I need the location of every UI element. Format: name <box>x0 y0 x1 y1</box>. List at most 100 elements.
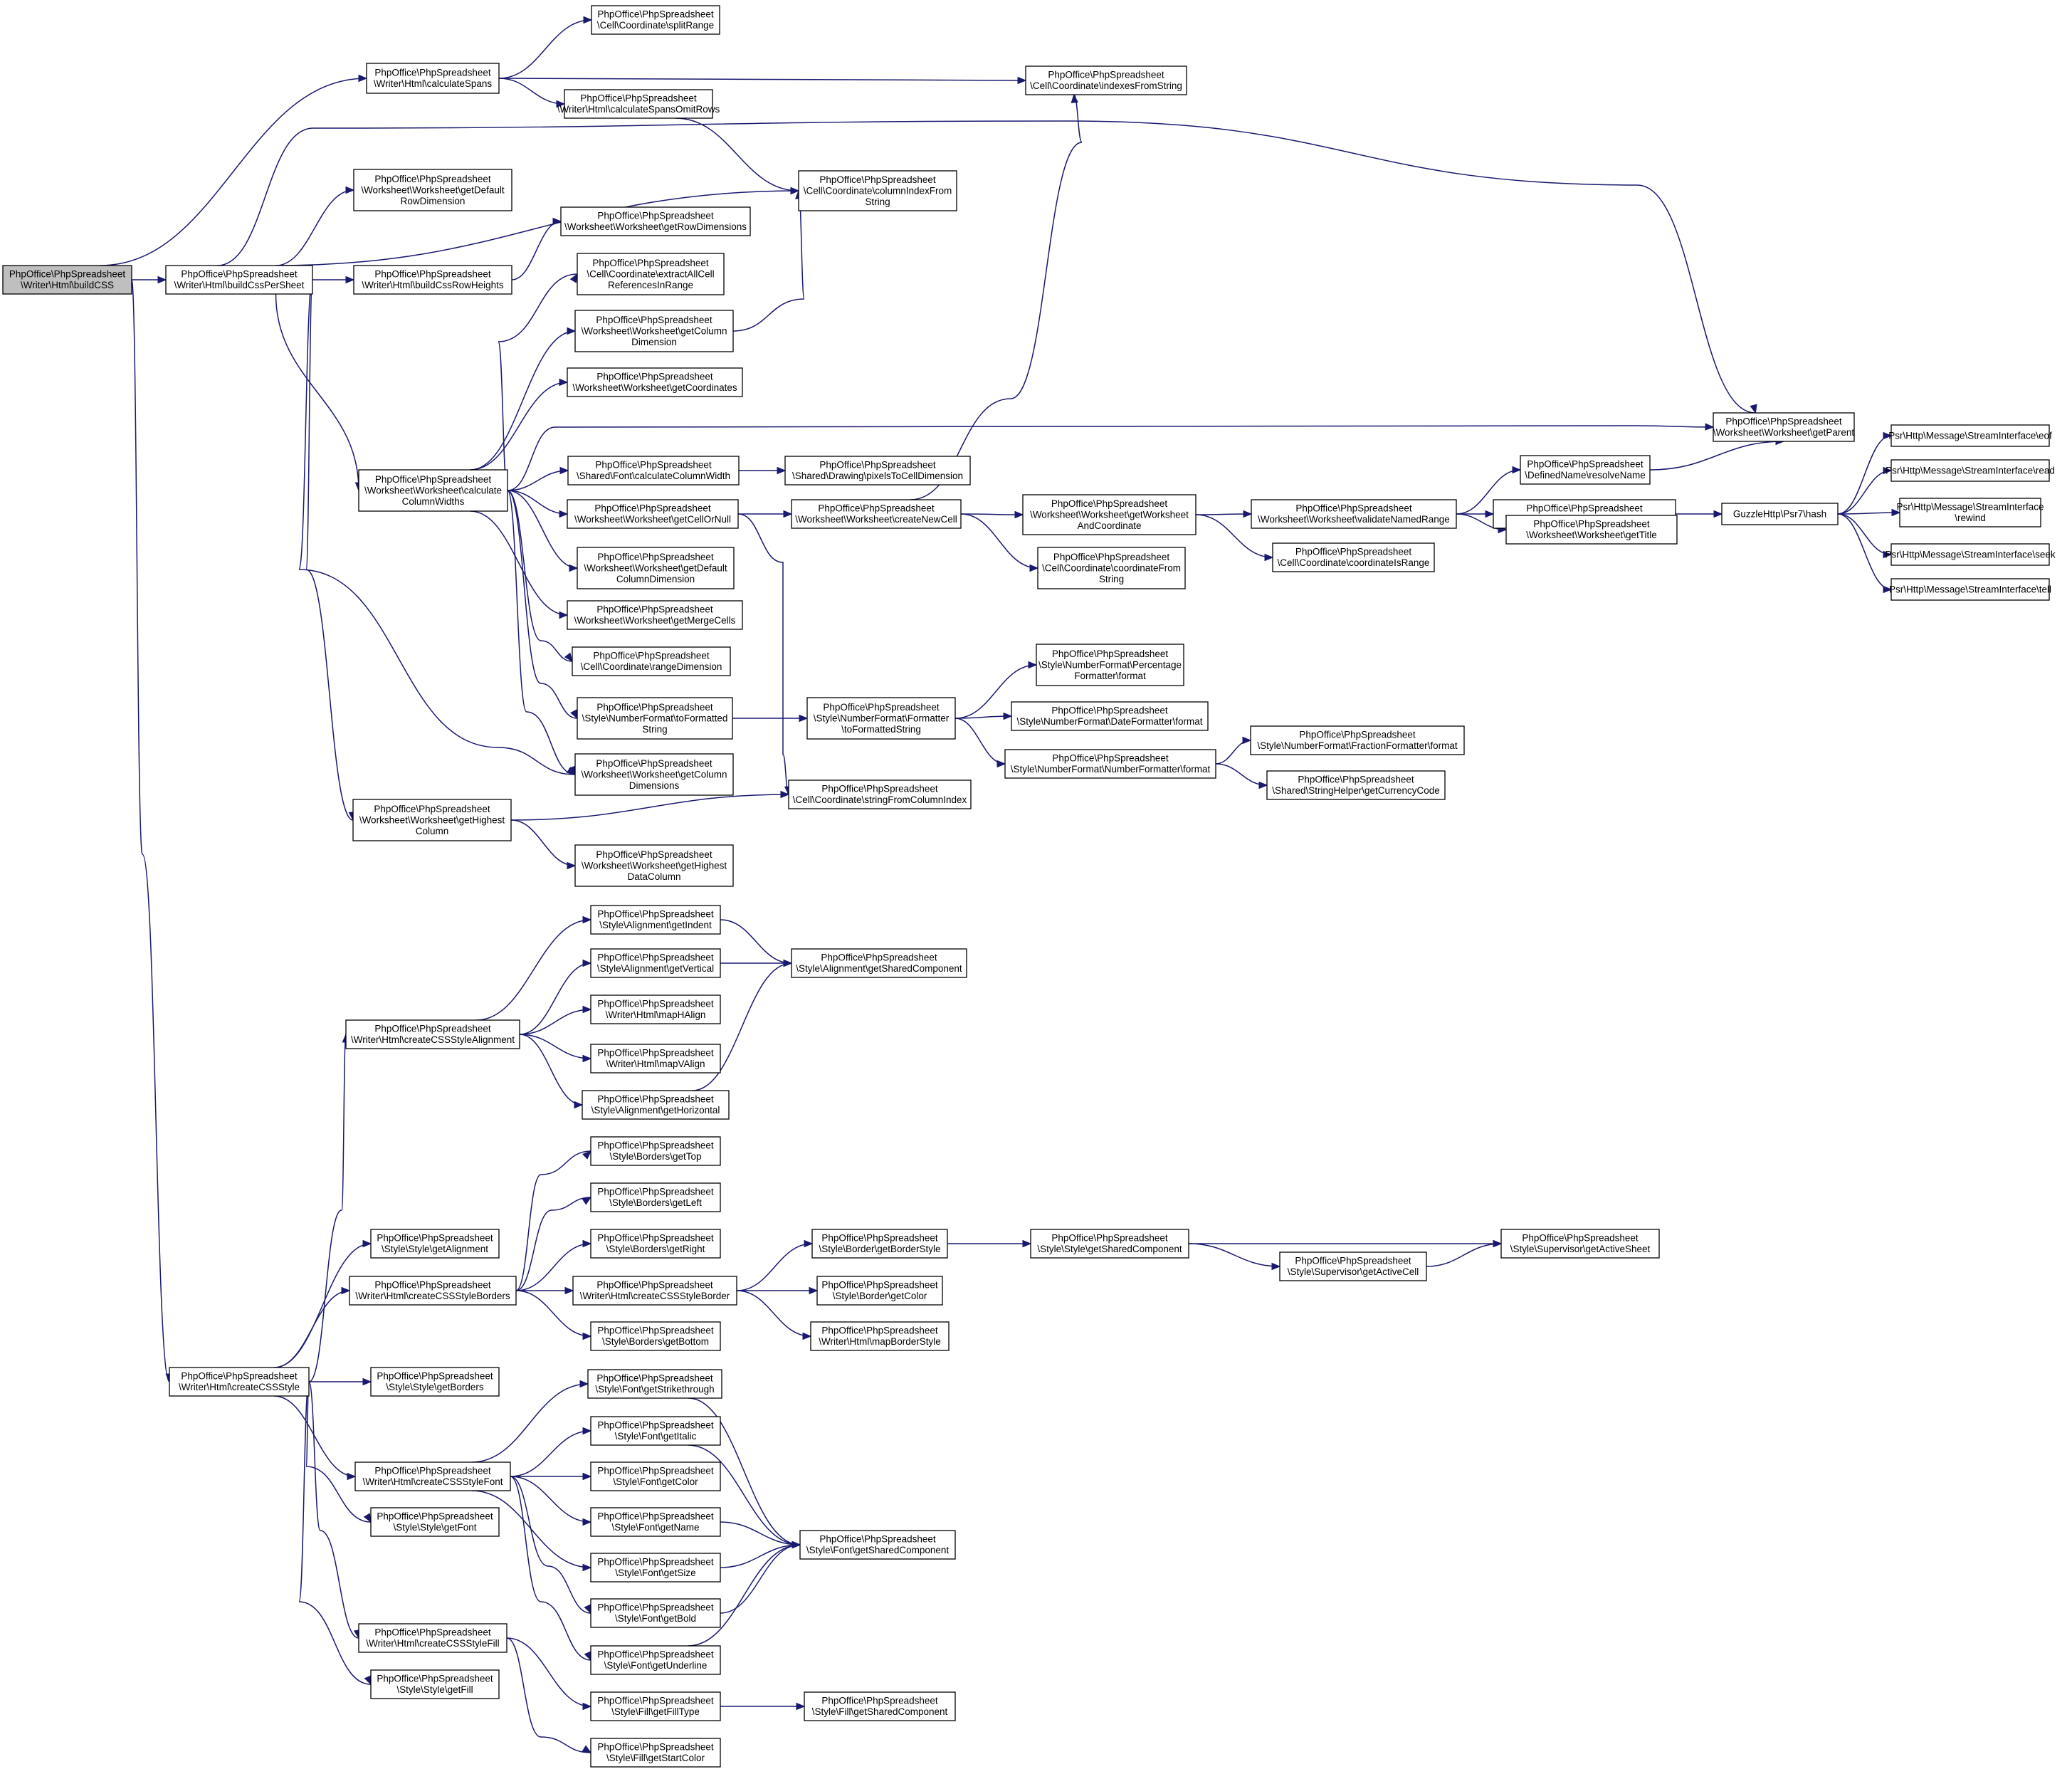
node-getHighestDataColumn[interactable]: PhpOffice\PhpSpreadsheet\Worksheet\Works… <box>574 844 734 887</box>
node-columnIndexFromString[interactable]: PhpOffice\PhpSpreadsheet\Cell\Coordinate… <box>798 170 957 211</box>
node-buildCssPerSheet[interactable]: PhpOffice\PhpSpreadsheet\Writer\Html\bui… <box>165 265 313 295</box>
node-getRight[interactable]: PhpOffice\PhpSpreadsheet\Style\Borders\g… <box>590 1229 721 1259</box>
node-getColumnDimensions[interactable]: PhpOffice\PhpSpreadsheet\Worksheet\Works… <box>574 753 734 796</box>
node-eof[interactable]: Psr\Http\Message\StreamInterface\eof <box>1888 424 2052 447</box>
node-indexesFromString[interactable]: PhpOffice\PhpSpreadsheet\Cell\Coordinate… <box>1025 65 1187 95</box>
node-getWorksheetAndCoordinate[interactable]: PhpOffice\PhpSpreadsheet\Worksheet\Works… <box>1022 494 1197 535</box>
node-fillGetSharedComponent[interactable]: PhpOffice\PhpSpreadsheet\Style\Fill\getS… <box>804 1691 956 1721</box>
node-label-line: PhpOffice\PhpSpreadsheet <box>597 952 714 963</box>
node-getVertical[interactable]: PhpOffice\PhpSpreadsheet\Style\Alignment… <box>590 948 721 978</box>
node-coordinateFromString[interactable]: PhpOffice\PhpSpreadsheet\Cell\Coordinate… <box>1037 547 1186 589</box>
node-percentageFormat[interactable]: PhpOffice\PhpSpreadsheet\Style\NumberFor… <box>1036 644 1184 686</box>
node-numberFormat[interactable]: PhpOffice\PhpSpreadsheet\Style\NumberFor… <box>1004 749 1216 779</box>
edge-createCSSStyleBorders-to-getRight <box>515 1243 591 1291</box>
node-createCSSStyleAlignment[interactable]: PhpOffice\PhpSpreadsheet\Writer\Html\cre… <box>345 1019 520 1049</box>
node-getColumnDimension[interactable]: PhpOffice\PhpSpreadsheet\Worksheet\Works… <box>574 310 734 352</box>
node-toFormattedString[interactable]: PhpOffice\PhpSpreadsheet\Style\NumberFor… <box>577 697 733 740</box>
node-label-line: PhpOffice\PhpSpreadsheet <box>1533 519 1650 530</box>
node-getRowDimensions[interactable]: PhpOffice\PhpSpreadsheet\Worksheet\Works… <box>560 206 751 236</box>
node-getStrikethrough[interactable]: PhpOffice\PhpSpreadsheet\Style\Font\getS… <box>587 1369 722 1399</box>
node-getTitle[interactable]: PhpOffice\PhpSpreadsheet\Worksheet\Works… <box>1505 515 1678 545</box>
node-getSize[interactable]: PhpOffice\PhpSpreadsheet\Style\Font\getS… <box>590 1553 721 1583</box>
node-createCSSStyleBorder[interactable]: PhpOffice\PhpSpreadsheet\Writer\Html\cre… <box>572 1276 737 1306</box>
node-calculateColumnWidth[interactable]: PhpOffice\PhpSpreadsheet\Shared\Font\cal… <box>567 456 740 486</box>
node-rangeDimension[interactable]: PhpOffice\PhpSpreadsheet\Cell\Coordinate… <box>572 646 731 676</box>
node-label-line: \Writer\Html\createCSSStyleFont <box>362 1476 503 1487</box>
node-read[interactable]: Psr\Http\Message\StreamInterface\read <box>1886 459 2055 482</box>
node-getCoordinates[interactable]: PhpOffice\PhpSpreadsheet\Worksheet\Works… <box>567 367 743 397</box>
edge-buildCSS-to-createCSSStyle <box>131 279 170 1382</box>
node-coordinateIsRange[interactable]: PhpOffice\PhpSpreadsheet\Cell\Coordinate… <box>1272 542 1435 572</box>
node-dateFormat[interactable]: PhpOffice\PhpSpreadsheet\Style\NumberFor… <box>1011 701 1209 731</box>
node-label-line: \Writer\Html\createCSSStyleBorder <box>580 1291 730 1301</box>
node-getName[interactable]: PhpOffice\PhpSpreadsheet\Style\Font\getN… <box>590 1507 721 1537</box>
node-calculateSpans[interactable]: PhpOffice\PhpSpreadsheet\Writer\Html\cal… <box>366 63 500 94</box>
node-getDefaultColumnDimension[interactable]: PhpOffice\PhpSpreadsheet\Worksheet\Works… <box>577 547 735 589</box>
node-stringFromColumnIndex[interactable]: PhpOffice\PhpSpreadsheet\Cell\Coordinate… <box>788 780 972 809</box>
node-styleGetFill[interactable]: PhpOffice\PhpSpreadsheet\Style\Style\get… <box>370 1669 500 1699</box>
node-buildCSS[interactable]: PhpOffice\PhpSpreadsheet\Writer\Html\bui… <box>2 265 132 295</box>
node-getTop[interactable]: PhpOffice\PhpSpreadsheet\Style\Borders\g… <box>590 1136 721 1166</box>
node-extractAllCellReferencesInRange[interactable]: PhpOffice\PhpSpreadsheet\Cell\Coordinate… <box>577 253 725 295</box>
node-borderGetColor[interactable]: PhpOffice\PhpSpreadsheet\Style\Border\ge… <box>816 1276 943 1306</box>
node-tell[interactable]: Psr\Http\Message\StreamInterface\tell <box>1889 578 2051 601</box>
node-getHorizontal[interactable]: PhpOffice\PhpSpreadsheet\Style\Alignment… <box>582 1090 730 1120</box>
node-label-line: PhpOffice\PhpSpreadsheet <box>594 503 711 514</box>
node-styleGetSharedComponent[interactable]: PhpOffice\PhpSpreadsheet\Style\Style\get… <box>1030 1229 1189 1259</box>
node-fontGetColor[interactable]: PhpOffice\PhpSpreadsheet\Style\Font\getC… <box>590 1461 721 1491</box>
node-pixelsToCellDimension[interactable]: PhpOffice\PhpSpreadsheet\Shared\Drawing\… <box>784 456 971 486</box>
node-getIndent[interactable]: PhpOffice\PhpSpreadsheet\Style\Alignment… <box>590 905 721 935</box>
node-resolveName[interactable]: PhpOffice\PhpSpreadsheet\DefinedName\res… <box>1520 455 1651 485</box>
node-getParent[interactable]: PhpOffice\PhpSpreadsheet\Worksheet\Works… <box>1713 412 1855 442</box>
node-label-line: PhpOffice\PhpSpreadsheet <box>821 1696 938 1706</box>
node-validateNamedRange[interactable]: PhpOffice\PhpSpreadsheet\Worksheet\Works… <box>1251 499 1457 529</box>
node-label-line: \Worksheet\Worksheet\validateNamedRange <box>1258 514 1450 525</box>
edge-createCSSStyle-to-styleGetFill <box>298 1381 372 1685</box>
node-alignmentGetSharedComponent[interactable]: PhpOffice\PhpSpreadsheet\Style\Alignment… <box>791 948 967 978</box>
node-getCurrencyCode[interactable]: PhpOffice\PhpSpreadsheet\Shared\StringHe… <box>1266 770 1446 800</box>
node-label-line: \Shared\Drawing\pixelsToCellDimension <box>792 471 963 481</box>
node-getDefaultRowDimension[interactable]: PhpOffice\PhpSpreadsheet\Worksheet\Works… <box>353 169 512 211</box>
node-splitRange[interactable]: PhpOffice\PhpSpreadsheet\Cell\Coordinate… <box>591 5 720 35</box>
node-styleGetAlignment[interactable]: PhpOffice\PhpSpreadsheet\Style\Style\get… <box>370 1229 500 1259</box>
node-fontGetSharedComponent[interactable]: PhpOffice\PhpSpreadsheet\Style\Font\getS… <box>799 1530 956 1560</box>
node-getCellOrNull[interactable]: PhpOffice\PhpSpreadsheet\Worksheet\Works… <box>567 499 739 529</box>
node-fractionFormat[interactable]: PhpOffice\PhpSpreadsheet\Style\NumberFor… <box>1250 725 1465 755</box>
node-rewind[interactable]: Psr\Http\Message\StreamInterface\rewind <box>1896 498 2044 528</box>
node-getItalic[interactable]: PhpOffice\PhpSpreadsheet\Style\Font\getI… <box>590 1416 721 1446</box>
node-getActiveSheet[interactable]: PhpOffice\PhpSpreadsheet\Style\Superviso… <box>1500 1229 1660 1259</box>
node-getLeft[interactable]: PhpOffice\PhpSpreadsheet\Style\Borders\g… <box>590 1182 721 1212</box>
node-createCSSStyleBorders[interactable]: PhpOffice\PhpSpreadsheet\Writer\Html\cre… <box>349 1276 517 1306</box>
node-label-line: \Writer\Html\createCSSStyleAlignment <box>351 1034 515 1045</box>
node-getActiveCell[interactable]: PhpOffice\PhpSpreadsheet\Style\Superviso… <box>1279 1251 1427 1281</box>
node-formatterToFormattedString[interactable]: PhpOffice\PhpSpreadsheet\Style\NumberFor… <box>806 697 956 740</box>
node-seek[interactable]: Psr\Http\Message\StreamInterface\seek <box>1885 543 2056 566</box>
node-styleGetBorders[interactable]: PhpOffice\PhpSpreadsheet\Style\Style\get… <box>370 1367 500 1397</box>
node-getMergeCells[interactable]: PhpOffice\PhpSpreadsheet\Worksheet\Works… <box>567 600 743 630</box>
node-label-line: PhpOffice\PhpSpreadsheet <box>377 1371 493 1382</box>
node-createNewCell[interactable]: PhpOffice\PhpSpreadsheet\Worksheet\Works… <box>791 499 962 529</box>
node-label-line: PhpOffice\PhpSpreadsheet <box>596 372 713 382</box>
node-buildCssRowHeights[interactable]: PhpOffice\PhpSpreadsheet\Writer\Html\bui… <box>353 265 512 295</box>
node-getBorderStyle[interactable]: PhpOffice\PhpSpreadsheet\Style\Border\ge… <box>811 1229 948 1259</box>
node-getStartColor[interactable]: PhpOffice\PhpSpreadsheet\Style\Fill\getS… <box>590 1738 721 1768</box>
node-calculateColumnWidths[interactable]: PhpOffice\PhpSpreadsheet\Worksheet\Works… <box>358 469 508 512</box>
node-createCSSStyle[interactable]: PhpOffice\PhpSpreadsheet\Writer\Html\cre… <box>169 1367 310 1397</box>
node-mapHAlign[interactable]: PhpOffice\PhpSpreadsheet\Writer\Html\map… <box>590 994 721 1024</box>
node-label-line: PhpOffice\PhpSpreadsheet <box>597 1094 714 1105</box>
node-getUnderline[interactable]: PhpOffice\PhpSpreadsheet\Style\Font\getU… <box>590 1645 721 1675</box>
node-getHighestColumn[interactable]: PhpOffice\PhpSpreadsheet\Worksheet\Works… <box>352 799 512 841</box>
node-createCSSStyleFont[interactable]: PhpOffice\PhpSpreadsheet\Writer\Html\cre… <box>354 1461 511 1491</box>
node-mapVAlign[interactable]: PhpOffice\PhpSpreadsheet\Writer\Html\map… <box>590 1044 721 1074</box>
node-label-line: \Style\Supervisor\getActiveCell <box>1288 1266 1419 1277</box>
node-calculateSpansOmitRows[interactable]: PhpOffice\PhpSpreadsheet\Writer\Html\cal… <box>557 89 720 119</box>
node-getBottom[interactable]: PhpOffice\PhpSpreadsheet\Style\Borders\g… <box>590 1321 721 1351</box>
node-getBold[interactable]: PhpOffice\PhpSpreadsheet\Style\Font\getB… <box>590 1598 721 1628</box>
node-getFillType[interactable]: PhpOffice\PhpSpreadsheet\Style\Fill\getF… <box>590 1691 721 1721</box>
node-hash[interactable]: GuzzleHttp\Psr7\hash <box>1721 503 1839 525</box>
node-styleGetFont[interactable]: PhpOffice\PhpSpreadsheet\Style\Style\get… <box>370 1507 500 1537</box>
node-label-line: PhpOffice\PhpSpreadsheet <box>597 1511 714 1522</box>
node-label-line: PhpOffice\PhpSpreadsheet <box>596 604 713 615</box>
node-createCSSStyleFill[interactable]: PhpOffice\PhpSpreadsheet\Writer\Html\cre… <box>358 1623 508 1653</box>
node-mapBorderStyle[interactable]: PhpOffice\PhpSpreadsheet\Writer\Html\map… <box>810 1321 950 1351</box>
